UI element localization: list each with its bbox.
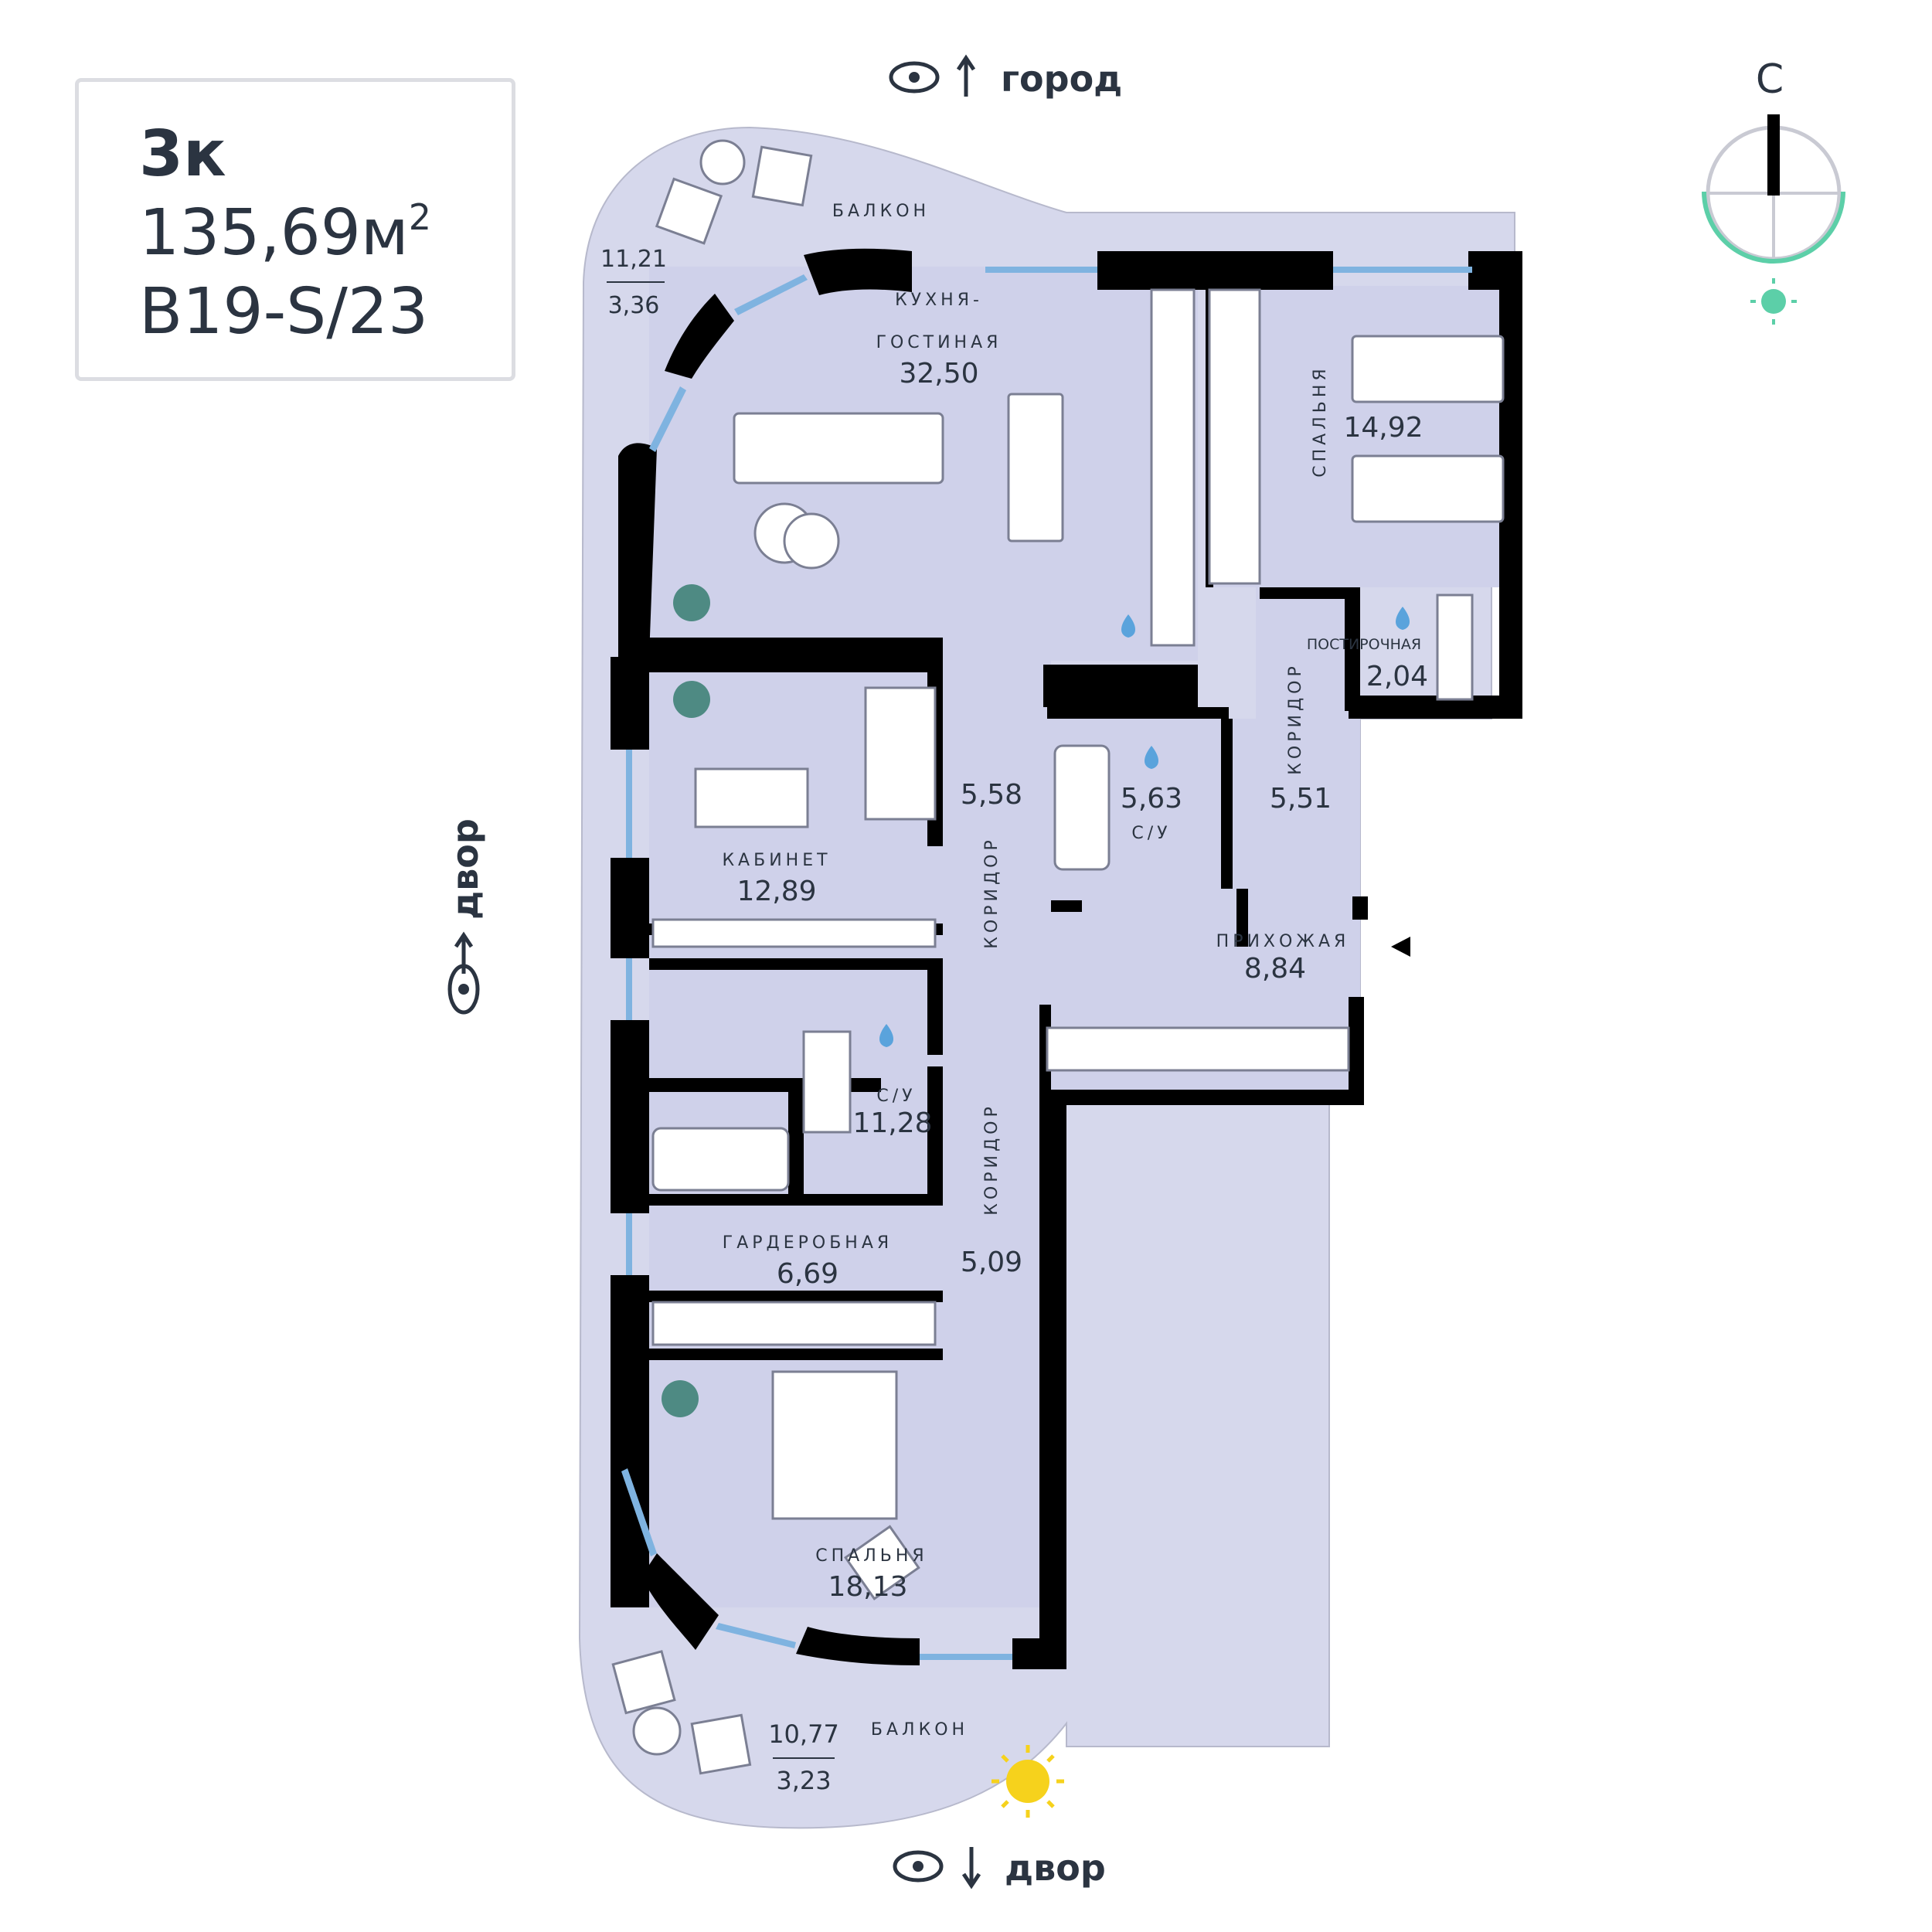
apartment-info-card: 3к 135,69м2 B19-S/23 (75, 78, 515, 381)
desk-icon (694, 767, 809, 828)
bathtub-icon (1053, 744, 1111, 871)
compass-sun-arc (1702, 191, 1845, 264)
double-bed-icon (771, 1370, 898, 1520)
bedroom-ne-label: СПАЛЬНЯ (1311, 365, 1330, 477)
apartment-area-unit-sup: 2 (408, 196, 432, 238)
bedroom-s-label: СПАЛЬНЯ (815, 1546, 927, 1566)
balcony-top-area: 11,21 (600, 246, 667, 273)
kitchen-area: 32,50 (899, 358, 978, 389)
eye-icon (893, 1850, 944, 1883)
double-sink-icon (802, 1030, 852, 1134)
water-icons (879, 607, 1410, 1047)
kitchen-island-icon (1208, 288, 1261, 585)
cabinet-area: 12,89 (736, 876, 816, 907)
entrance-arrow-icon (1391, 937, 1410, 957)
cabinet-label: КАБИНЕТ (722, 851, 831, 870)
view-top: город (889, 54, 1122, 100)
compass-north-label: С (1756, 56, 1784, 103)
bedroom-ne-area: 14,92 (1343, 412, 1423, 444)
corridor-1-label: КОРИДОР (982, 836, 1002, 948)
corridor-3-area: 5,09 (961, 1247, 1022, 1278)
view-bottom-label: двор (1005, 1847, 1106, 1889)
bath-small-area: 5,63 (1121, 783, 1182, 815)
wardrobe-area: 6,69 (777, 1258, 838, 1290)
hallway-area: 8,84 (1244, 953, 1306, 985)
corridor-2-label: КОРИДОР (1286, 662, 1305, 774)
bathtub-big-icon (651, 1127, 790, 1192)
apartment-type: 3к (139, 117, 226, 191)
plant-icon (673, 681, 710, 718)
bath-small-label: С/У (1131, 824, 1171, 843)
view-bottom: двор (893, 1847, 1106, 1889)
kitchen-counter-icon (1150, 288, 1196, 647)
bed-icon (1351, 335, 1505, 403)
balcony-top-reduced: 3,36 (608, 292, 660, 319)
washer-icon (1436, 594, 1474, 701)
kitchen-label-2: ГОСТИНАЯ (876, 333, 1002, 352)
water-drop-icon (1396, 607, 1410, 630)
apartment-code: B19-S/23 (139, 275, 429, 349)
arrow-up-icon (454, 931, 474, 974)
corridor-2-area: 5,51 (1270, 783, 1332, 815)
dining-table-icon (1007, 393, 1064, 543)
hallway-wardrobe-icon (1046, 1026, 1350, 1072)
view-left-label: двор (444, 818, 486, 920)
cabinet-shelf-icon (651, 918, 937, 948)
plant-icons (662, 584, 710, 1417)
laundry-area: 2,04 (1366, 661, 1428, 692)
balcony-bottom-reduced: 3,23 (776, 1766, 831, 1795)
armchair-icon (844, 1525, 920, 1600)
corridor-1-area: 5,58 (961, 779, 1022, 811)
furniture (611, 139, 1505, 1775)
hallway-label: ПРИХОЖАЯ (1216, 932, 1350, 951)
apartment-area-value: 135,69м (139, 196, 409, 270)
kitchen-label-1: КУХНЯ- (895, 291, 983, 310)
cabinet-sofa-icon (864, 686, 937, 821)
bath-big-label: С/У (876, 1087, 916, 1106)
view-top-label: город (1001, 58, 1122, 100)
apartment-area: 135,69м2 (139, 196, 431, 270)
water-drop-icon (1121, 614, 1135, 638)
sofa-icon (733, 412, 944, 485)
eye-icon (889, 61, 940, 94)
bath-big-area: 11,28 (852, 1107, 932, 1139)
corridor-3-label: КОРИДОР (982, 1103, 1002, 1215)
sun-icon (992, 1745, 1064, 1818)
walls (611, 248, 1522, 1669)
laundry-label: ПОСТИРОЧНАЯ (1307, 636, 1421, 653)
plant-icon (673, 584, 710, 621)
arrow-up-icon (956, 54, 976, 97)
wardrobe-closet-icon (651, 1301, 937, 1346)
balcony-top-label: БАЛКОН (832, 202, 930, 221)
balcony-bottom-label: БАЛКОН (871, 1720, 968, 1740)
compass: С (1702, 56, 1845, 325)
compass-needle (1767, 114, 1780, 196)
balcony-bottom-area: 10,77 (768, 1719, 839, 1749)
sun-north-icon (1761, 289, 1786, 314)
room-labels: БАЛКОН 11,21 3,36 КУХНЯ- ГОСТИНАЯ 32,50 … (600, 202, 1428, 1795)
water-drop-icon (879, 1024, 893, 1047)
bedroom-s-area: 18,13 (828, 1571, 907, 1603)
wardrobe-label: ГАРДЕРОБНАЯ (723, 1233, 893, 1253)
view-left: двор (444, 818, 486, 1015)
water-drop-icon (1145, 746, 1158, 769)
plant-icon (662, 1380, 699, 1417)
arrow-down-icon (961, 1847, 981, 1889)
windows (621, 267, 1472, 1660)
